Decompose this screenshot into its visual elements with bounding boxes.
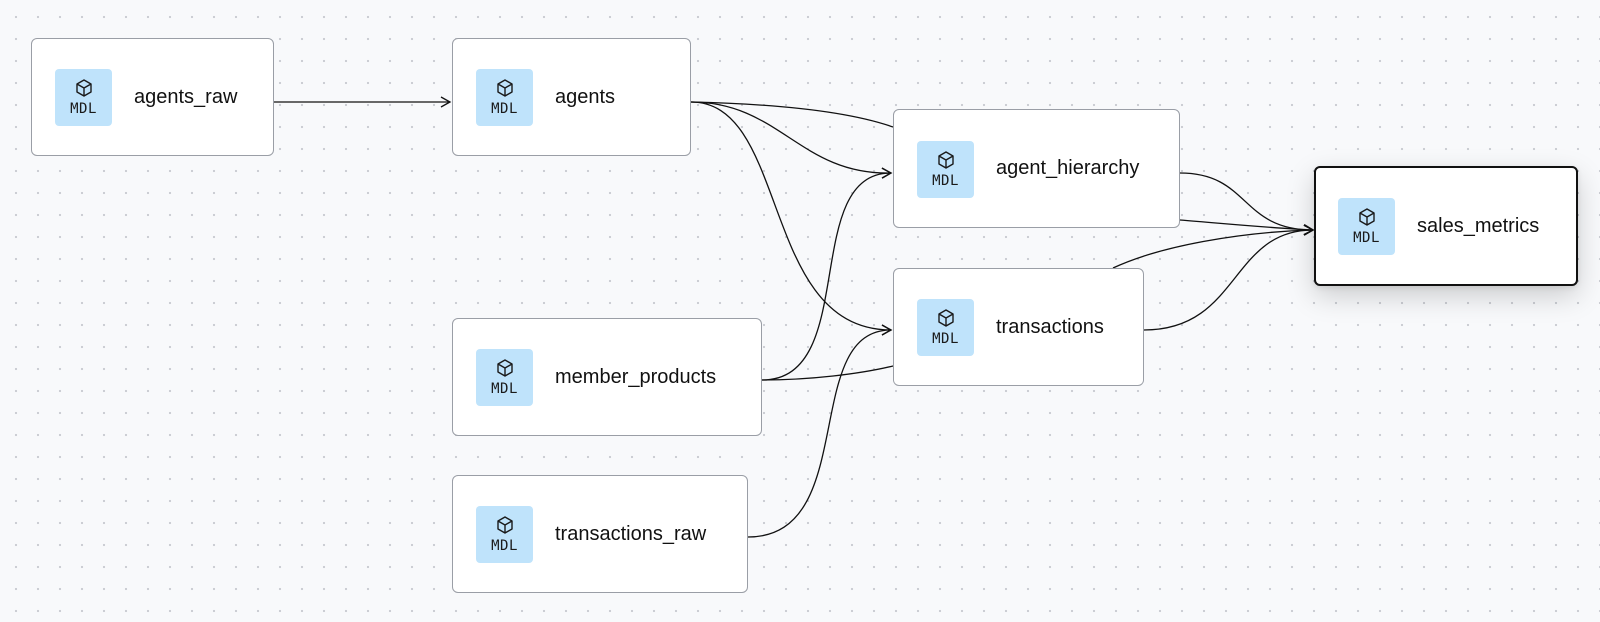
badge-label: MDL xyxy=(491,381,518,397)
node-label: transactions xyxy=(996,315,1104,338)
node-badge: MDL xyxy=(917,140,974,198)
node-transactions_raw[interactable]: MDL transactions_raw xyxy=(452,475,748,593)
edge-agents-to-agent_hierarchy xyxy=(690,101,893,179)
node-label: agents xyxy=(555,85,616,108)
edge-agent_hierarchy-low-to-sales_metrics xyxy=(1179,219,1315,236)
cube-icon xyxy=(75,79,92,97)
edge-agents-to-sales_metrics xyxy=(690,101,894,128)
edge-member_products-to-sales_metrics xyxy=(761,365,894,381)
node-transactions[interactable]: MDL transactions xyxy=(893,268,1144,386)
node-label: sales_metrics xyxy=(1417,214,1540,237)
badge-label: MDL xyxy=(932,172,959,189)
edge-agent_hierarchy-to-sales_metrics xyxy=(1179,172,1315,236)
node-badge: MDL xyxy=(55,69,112,126)
cube-icon xyxy=(1358,208,1375,226)
node-sales_metrics[interactable]: MDL sales_metrics xyxy=(1314,166,1578,286)
badge-label: MDL xyxy=(491,538,518,554)
cube-icon xyxy=(496,79,513,97)
cube-icon xyxy=(937,150,954,169)
node-label: member_products xyxy=(555,365,717,388)
node-badge: MDL xyxy=(917,299,974,356)
edge-agents-to-transactions xyxy=(690,101,893,336)
node-agents_raw[interactable]: MDL agents_raw xyxy=(31,38,274,156)
node-label: agents_raw xyxy=(134,85,238,108)
edge-transactions-to-sales_metrics xyxy=(1143,224,1315,331)
badge-label: MDL xyxy=(70,101,97,117)
cube-icon xyxy=(937,309,954,327)
edge-transactions_raw-to-transactions xyxy=(747,324,893,538)
node-badge: MDL xyxy=(476,349,533,406)
node-agent_hierarchy[interactable]: MDL agent_hierarchy xyxy=(893,109,1180,228)
node-badge: MDL xyxy=(1338,198,1395,255)
edge-member_products-to-agent_hierarchy xyxy=(761,167,893,381)
node-label: agent_hierarchy xyxy=(996,157,1140,179)
edge-transactions-top-to-sales_metrics xyxy=(1112,224,1315,269)
node-agents[interactable]: MDL agents xyxy=(452,38,691,156)
badge-label: MDL xyxy=(932,331,959,347)
node-member_products[interactable]: MDL member_products xyxy=(452,318,762,436)
cube-icon xyxy=(496,359,513,377)
node-badge: MDL xyxy=(476,506,533,563)
badge-label: MDL xyxy=(1353,230,1380,246)
cube-icon xyxy=(496,516,513,534)
node-badge: MDL xyxy=(476,69,533,126)
badge-label: MDL xyxy=(491,101,518,117)
node-label: transactions_raw xyxy=(555,522,707,545)
